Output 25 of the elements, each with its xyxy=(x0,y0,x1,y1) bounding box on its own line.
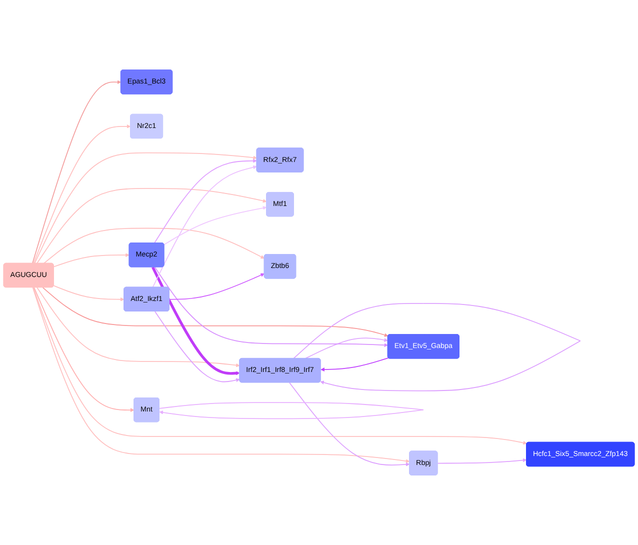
arrow xyxy=(288,382,410,466)
arrow xyxy=(34,287,134,412)
arrow xyxy=(437,458,527,464)
arrow xyxy=(36,287,240,368)
arrow xyxy=(42,287,388,337)
arrow xyxy=(32,287,410,463)
arrow xyxy=(53,285,124,302)
arrow xyxy=(34,152,257,264)
arrow xyxy=(152,165,257,288)
arrow xyxy=(158,402,424,420)
arrow xyxy=(154,311,240,382)
arrow xyxy=(32,287,527,445)
arrow xyxy=(154,266,388,348)
arrow xyxy=(164,206,267,246)
arrow xyxy=(304,338,388,359)
arrow xyxy=(53,253,130,268)
arrow xyxy=(43,228,265,264)
arrow xyxy=(154,158,257,244)
arrow xyxy=(36,188,267,264)
arrow xyxy=(320,357,389,372)
arrow xyxy=(152,266,240,376)
arrow xyxy=(33,124,131,264)
arrow xyxy=(168,273,265,300)
arrow xyxy=(32,80,122,264)
arrow xyxy=(293,302,581,392)
